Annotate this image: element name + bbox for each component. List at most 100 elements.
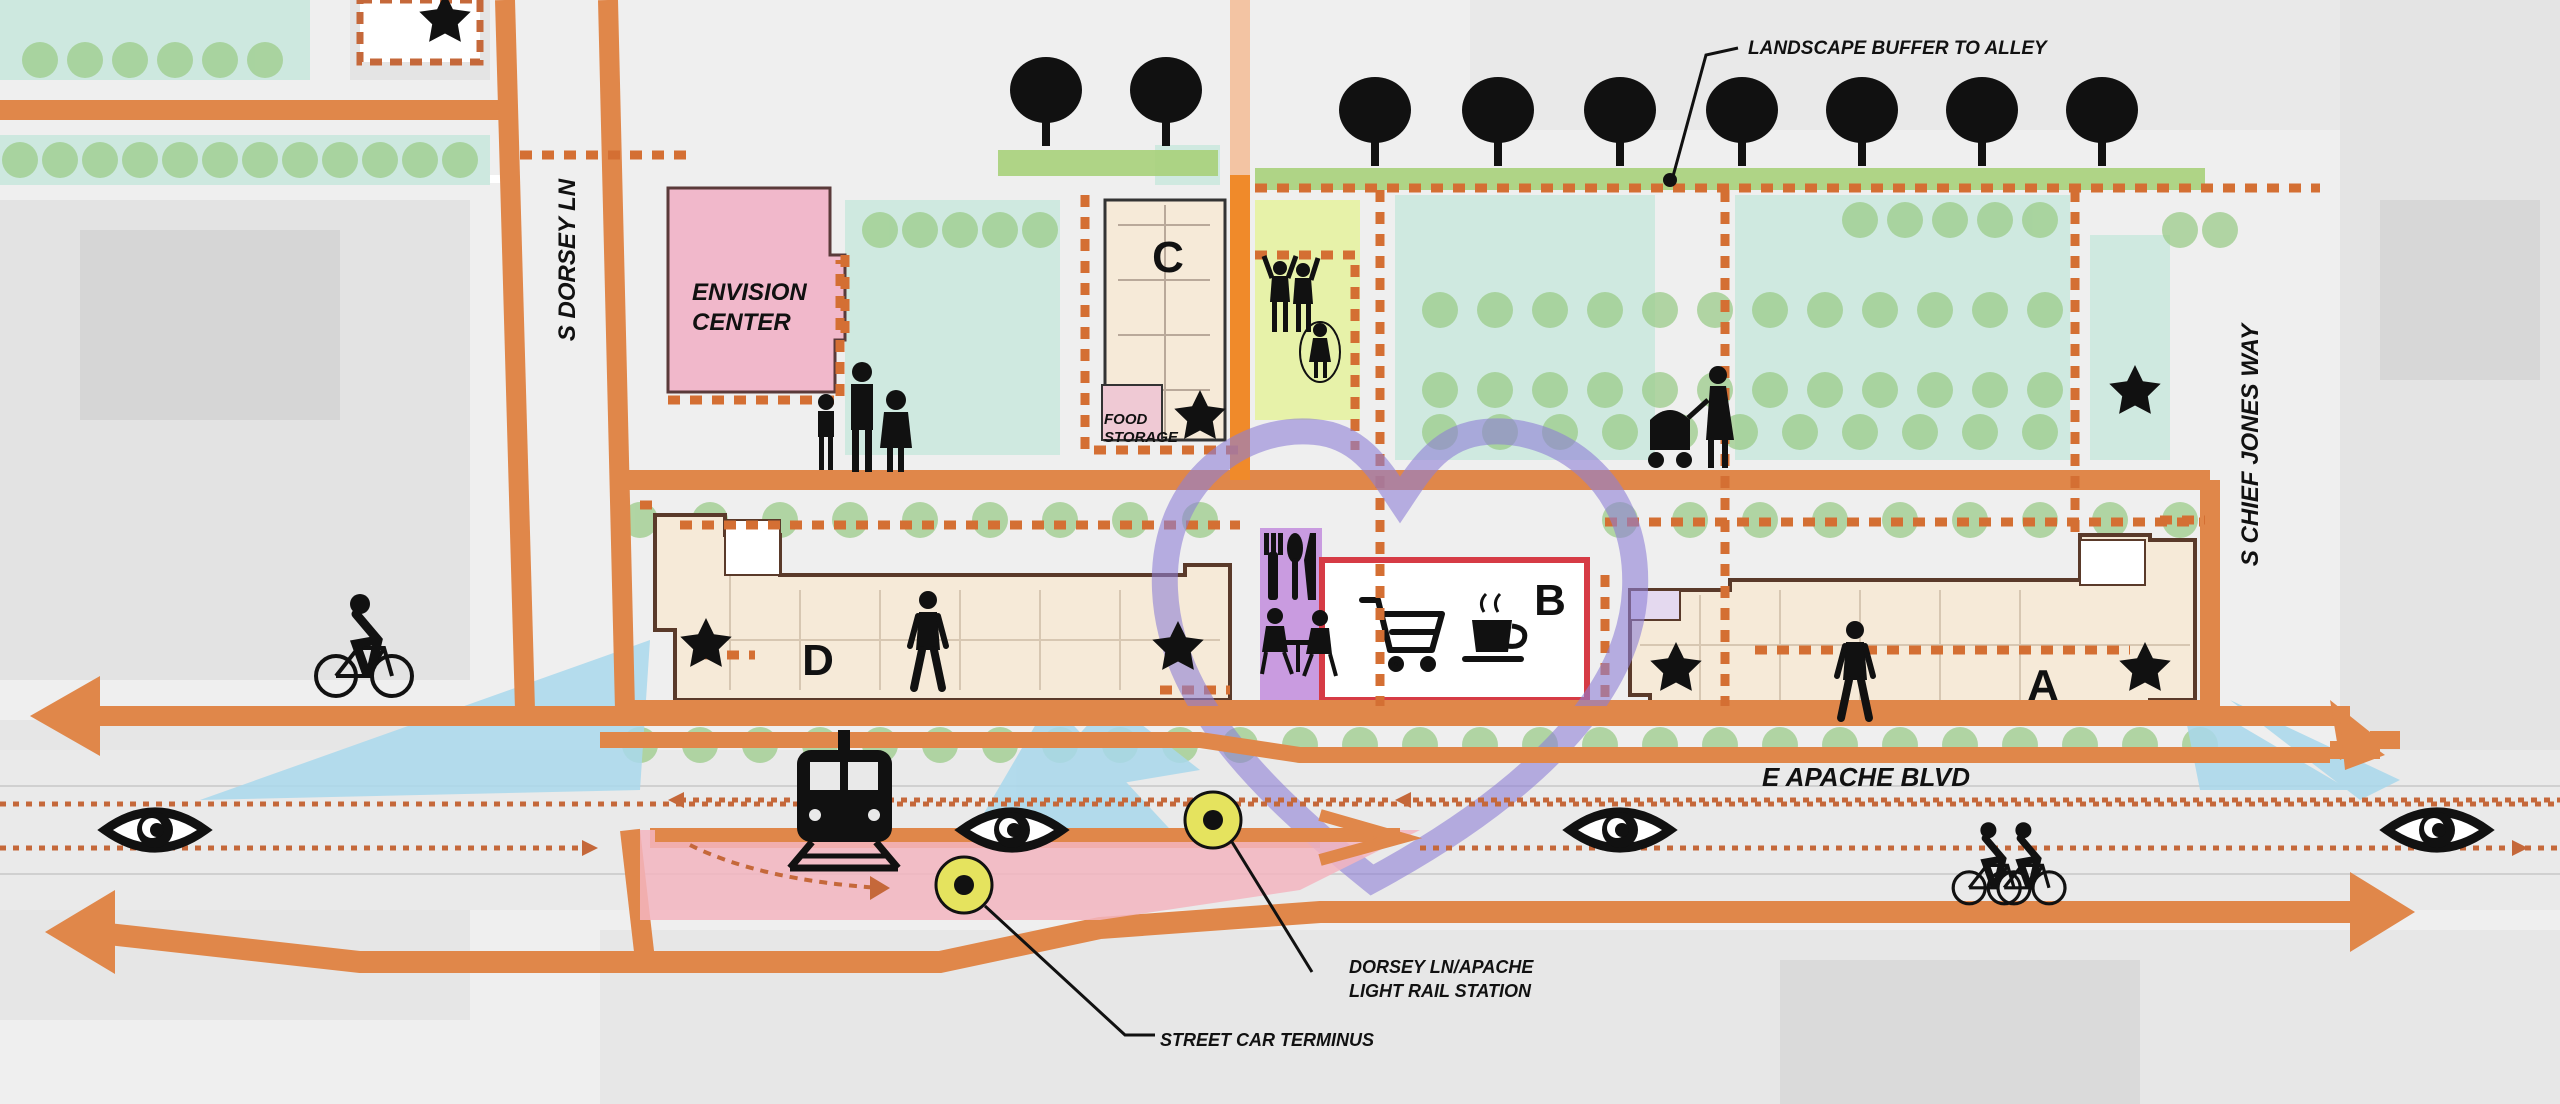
street-label-apache: E APACHE BLVD: [1762, 762, 1970, 792]
tree-canopy-dot: [157, 42, 193, 78]
coffee-cup-icon: [1462, 592, 1528, 662]
svg-text:ENVISION CENTER: ENVISION CENTER: [692, 279, 813, 336]
tree-canopy-dot: [1602, 414, 1638, 450]
diners-icon: [1260, 608, 1338, 677]
tree-canopy-dot: [832, 502, 868, 538]
tree-canopy-dot: [1902, 414, 1938, 450]
tree-canopy-dot: [1842, 202, 1878, 238]
tree-canopy-dot: [2027, 372, 2063, 408]
tree-canopy-dot: [1532, 372, 1568, 408]
tree-canopy-dot: [112, 42, 148, 78]
tree-canopy-dot: [202, 142, 238, 178]
tree-canopy-dot: [2027, 292, 2063, 328]
tree-canopy-dot: [982, 212, 1018, 248]
eye-icon: [2387, 812, 2487, 848]
stroller-pedestrian-icon: [1648, 366, 1734, 468]
tree-canopy-dot: [1477, 292, 1513, 328]
tree-canopy-dot: [1972, 372, 2008, 408]
eye-icon: [962, 812, 1062, 848]
envision-center[interactable]: ENVISION CENTER: [666, 186, 847, 394]
tree-canopy-dot: [2092, 502, 2128, 538]
children-playing-icon: [1261, 255, 1341, 383]
envision-label-line1: ENVISION: [692, 279, 807, 306]
arrow-apache-middle: [600, 722, 2400, 770]
tree-canopy-dot: [1862, 372, 1898, 408]
tree-canopy-dot: [2022, 202, 2058, 238]
food-storage-line1: FOOD: [1104, 411, 1147, 428]
tree-canopy-dot: [1642, 292, 1678, 328]
building-c[interactable]: C FOOD STORAGE: [1101, 198, 1227, 446]
tree-canopy-dot: [1977, 202, 2013, 238]
arrow-apache-south: [45, 872, 2415, 974]
tree-canopy-dot: [2, 142, 38, 178]
tree-canopy-dot: [902, 212, 938, 248]
tree-canopy-dot: [82, 142, 118, 178]
tree-canopy-dot: [862, 212, 898, 248]
light-rail-train-icon: [787, 730, 901, 872]
tree-canopy-dot: [1807, 372, 1843, 408]
dashed-walkways: [520, 150, 2320, 710]
family-people-icon: [818, 362, 912, 472]
food-storage-line2: STORAGE: [1104, 429, 1179, 446]
tree-canopy-dot: [2162, 212, 2198, 248]
building-b-letter: B: [1534, 576, 1566, 625]
tree-canopy-dot: [1422, 292, 1458, 328]
tree-canopy-dot: [67, 42, 103, 78]
building-d-letter: D: [802, 636, 834, 685]
envision-label-line2: CENTER: [692, 309, 791, 336]
green-strip-north: [998, 150, 1218, 176]
tree-canopy-dot: [1842, 414, 1878, 450]
tree-canopy-dot: [1112, 502, 1148, 538]
tree-canopy-dot: [2022, 502, 2058, 538]
callout-leaders: [983, 46, 1739, 1037]
building-b[interactable]: B: [1319, 557, 1590, 703]
tree-canopy-dot: [247, 42, 283, 78]
food-storage-room: [1101, 384, 1163, 441]
tree-canopy-dot: [1477, 372, 1513, 408]
tree-canopy-dot: [1587, 372, 1623, 408]
street-label-chief-jones: S CHIEF JONES WAY: [2237, 322, 2264, 566]
street-label-dorsey: S DORSEY LN: [554, 178, 581, 341]
callout-light-rail-station: DORSEY LN/APACHE LIGHT RAIL STATION: [1349, 957, 1538, 1001]
tree-canopy-dot: [1972, 292, 2008, 328]
tree-canopy-dot: [122, 142, 158, 178]
tree-canopy-dot: [162, 142, 198, 178]
utensils-icon: [1264, 533, 1316, 600]
tree-canopy-dot: [622, 502, 658, 538]
tree-canopy-dot: [942, 212, 978, 248]
light-rail-station-marker[interactable]: [1183, 790, 1243, 850]
tree-canopy-dot: [1752, 372, 1788, 408]
transit-arrowheads: [582, 792, 2528, 856]
tree-canopy-dot: [1932, 202, 1968, 238]
tree-canopy-dot: [2022, 414, 2058, 450]
eye-icon: [1570, 812, 1670, 848]
streetcar-terminus-marker[interactable]: [934, 855, 994, 915]
tree-canopy-dot: [1022, 212, 1058, 248]
tree-canopy-dot: [1532, 292, 1568, 328]
tree-canopy-dot: [1752, 292, 1788, 328]
eye-icon: [105, 812, 205, 848]
building-c-letter: C: [1152, 233, 1184, 282]
tree-canopy-dot: [1672, 502, 1708, 538]
streetcar-route-arrow: [870, 876, 890, 900]
tree-canopy: [2, 42, 2238, 763]
tree-canopy-dot: [402, 142, 438, 178]
tree-canopy-dot: [1962, 414, 1998, 450]
svg-text:FOOD STORAGE: FOOD STORAGE: [1104, 411, 1179, 446]
shopping-cart-icon: [1359, 597, 1445, 672]
parking-lots: [845, 145, 2170, 460]
tree-canopy-dot: [1917, 372, 1953, 408]
callout-street-car-terminus: STREET CAR TERMINUS: [1160, 1030, 1374, 1050]
tree-canopy-dot: [242, 142, 278, 178]
tree-canopy-dot: [362, 142, 398, 178]
tree-canopy-dot: [1422, 372, 1458, 408]
tree-canopy-dot: [282, 142, 318, 178]
tree-canopy-dot: [1587, 292, 1623, 328]
tree-canopy-dot: [1917, 292, 1953, 328]
tree-canopy-dot: [22, 42, 58, 78]
callout-landscape-buffer: LANDSCAPE BUFFER TO ALLEY: [1748, 38, 2049, 59]
tree-canopy-dot: [2202, 212, 2238, 248]
tree-canopy-dot: [202, 42, 238, 78]
tree-canopy-dot: [1952, 502, 1988, 538]
